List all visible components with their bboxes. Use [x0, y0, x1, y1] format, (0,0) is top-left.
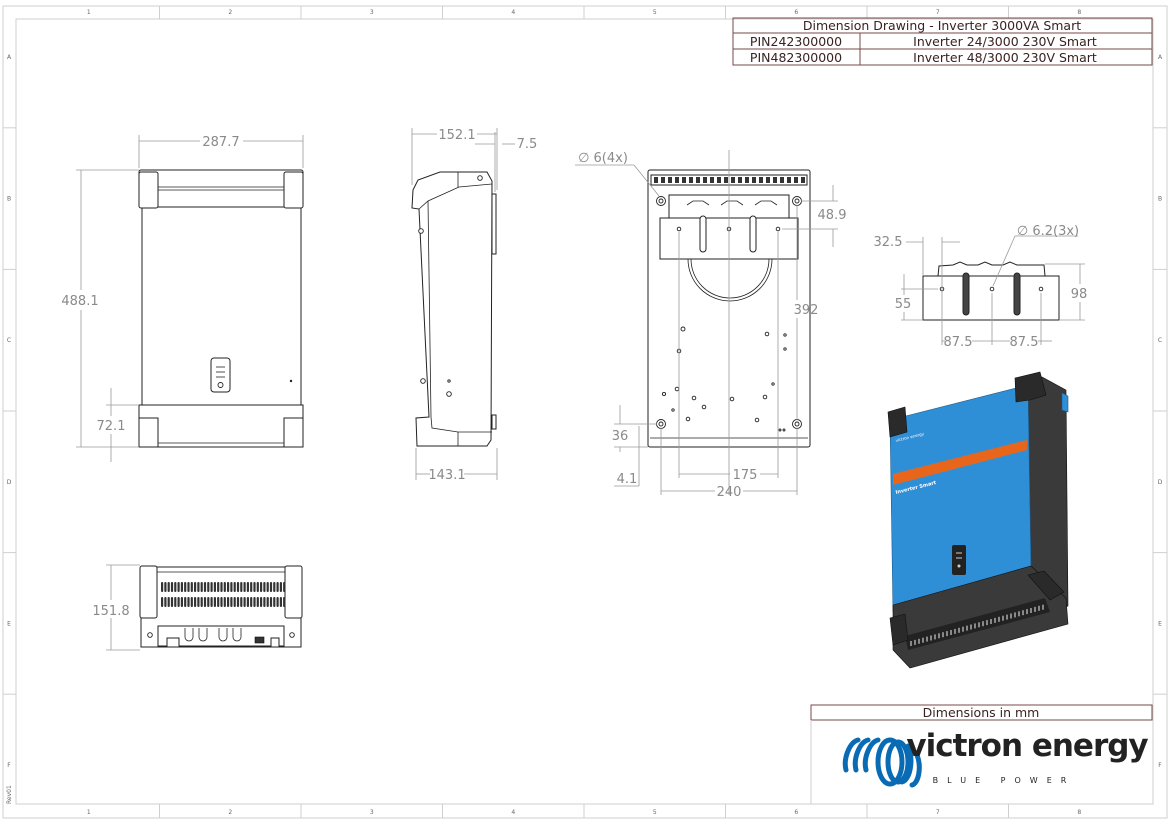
zone-column-label: 7 [936, 809, 940, 816]
zone-column-label: 3 [370, 809, 374, 816]
victron-logo-icon [842, 737, 922, 788]
back-vertical-hole-spacing-dimension: 392 [794, 303, 819, 318]
description-1: Inverter 24/3000 230V Smart [913, 34, 1097, 49]
zone-column-label: 8 [1077, 9, 1081, 16]
display-panel [210, 357, 231, 393]
bracket-spacing-right-dimension: 87.5 [1010, 335, 1039, 350]
back-bottom-hole-offset-dimension: 36 [612, 429, 629, 444]
pin-1: PIN242300000 [750, 34, 842, 49]
zone-row-label: E [1158, 620, 1162, 627]
bracket-hole-height-dimension: 55 [895, 297, 912, 312]
back-top-hole-offset-dimension: 48.9 [818, 208, 847, 223]
zone-column-label: 3 [370, 9, 374, 16]
side-depth-bottom-dimension: 143.1 [428, 468, 465, 483]
zone-row-label: E [7, 620, 11, 627]
pin-2: PIN482300000 [750, 50, 842, 65]
zone-column-label: 1 [87, 9, 91, 16]
zone-row-label: F [1158, 762, 1162, 769]
bottom-depth-dimension: 151.8 [92, 604, 129, 619]
description-2: Inverter 48/3000 230V Smart [913, 50, 1097, 65]
bracket-height-dimension: 98 [1071, 287, 1088, 302]
zone-row-label: A [1158, 54, 1163, 61]
back-horizontal-hole-spacing-dimension: 240 [717, 485, 742, 500]
revision-label: Rev01 [6, 785, 13, 804]
zone-column-label: 1 [87, 809, 91, 816]
zone-column-label: 6 [794, 809, 798, 816]
zone-column-label: 2 [228, 9, 232, 16]
front-view: 287.7 488.1 72.1 [61, 135, 304, 462]
bracket-view: 32.5 ∅ 6.2(3x) 55 98 87.5 87.5 [874, 224, 1088, 350]
zone-row-label: C [1158, 337, 1162, 344]
back-bracket-hole-spacing-dimension: 175 [733, 468, 758, 483]
front-width-dimension: 287.7 [202, 135, 239, 150]
zone-column-label: 6 [794, 9, 798, 16]
zone-column-label: 5 [653, 9, 657, 16]
back-bottom-edge-dimension: 4.1 [617, 472, 638, 487]
isometric-product-view: victron energy Inverter Smart [887, 371, 1069, 669]
back-mounting-holes-label: ∅ 6(4x) [578, 151, 628, 166]
zone-row-label: F [7, 762, 11, 769]
zone-column-label: 4 [511, 9, 515, 16]
zone-row-label: C [7, 337, 11, 344]
logo-block: Dimensions in mm victron energy BLUE POW… [810, 704, 1153, 804]
drawing-title: Dimension Drawing - Inverter 3000VA Smar… [803, 18, 1081, 33]
zone-column-label: 7 [936, 9, 940, 16]
logo-wordmark: victron energy [906, 728, 1148, 764]
back-view: ∅ 6(4x) 48.9 392 36 4.1 175 240 [575, 150, 846, 500]
zone-row-label: B [7, 196, 11, 203]
front-bottom-band-dimension: 72.1 [97, 419, 126, 434]
side-offset-dimension: 7.5 [517, 137, 538, 152]
title-block: Dimension Drawing - Inverter 3000VA Smar… [732, 17, 1153, 66]
zone-row-label: D [1158, 479, 1163, 486]
bracket-spacing-left-dimension: 87.5 [944, 335, 973, 350]
side-depth-top-dimension: 152.1 [438, 128, 475, 143]
zone-column-label: 4 [511, 809, 515, 816]
zone-column-label: 5 [653, 809, 657, 816]
zone-row-label: A [7, 54, 12, 61]
zone-row-label: B [1158, 196, 1162, 203]
zone-column-label: 8 [1077, 809, 1081, 816]
bracket-edge-offset-dimension: 32.5 [874, 235, 903, 250]
zone-column-label: 2 [228, 809, 232, 816]
logo-tagline: BLUE POWER [933, 776, 1076, 785]
zone-row-label: D [7, 479, 12, 486]
units-note: Dimensions in mm [923, 705, 1040, 720]
side-view: 152.1 7.5 143.1 [411, 128, 538, 483]
bottom-view: 151.8 [92, 564, 303, 651]
bracket-holes-label: ∅ 6.2(3x) [1017, 224, 1079, 239]
front-height-dimension: 488.1 [61, 294, 98, 309]
